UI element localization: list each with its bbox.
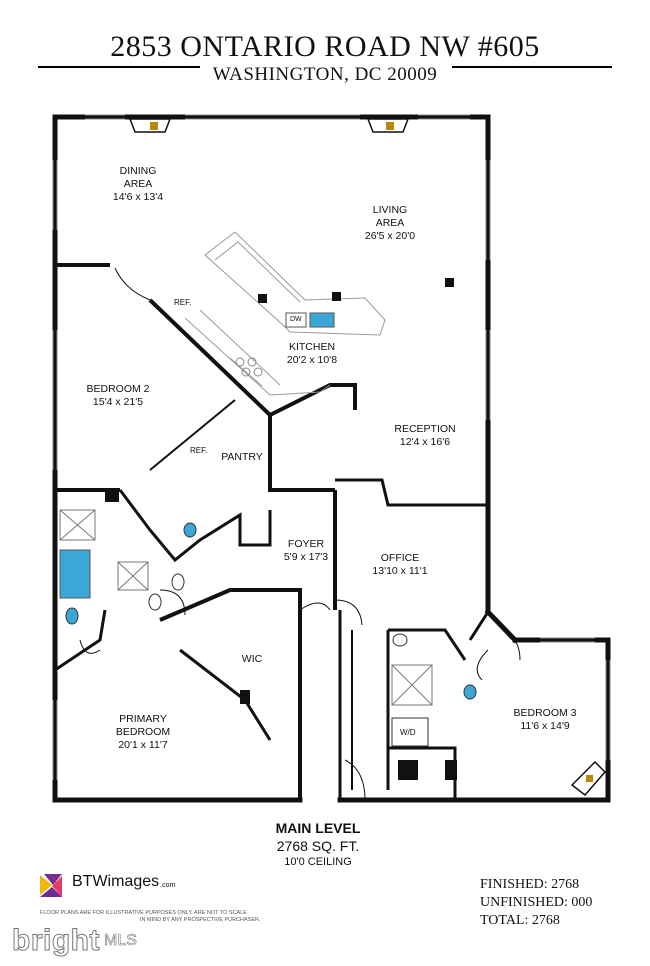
room-bedroom3: BEDROOM 3 11'6 x 14'9 [505, 707, 585, 733]
listing-city: WASHINGTON, DC 20009 [212, 64, 438, 85]
btw-logo-suffix: .com [160, 881, 176, 889]
room-living: LIVING AREA 26'5 x 20'0 [350, 204, 430, 243]
room-primary-name1: PRIMARY [119, 713, 167, 725]
header-rule-left [38, 66, 200, 68]
disclaimer-line-2: IN MIND BY ANY PROSPECTIVE PURCHASER. [140, 917, 261, 923]
room-office: OFFICE 13'10 x 11'1 [360, 552, 440, 578]
exterior-wall [52, 114, 491, 615]
fixture-wd: W/D [400, 728, 416, 737]
room-pantry-name: PANTRY [221, 451, 263, 463]
room-living-size: 26'5 x 20'0 [364, 230, 416, 242]
total-finished: FINISHED: 2768 [480, 877, 580, 892]
room-kitchen: KITCHEN 20'2 x 10'8 [272, 341, 352, 367]
room-bedroom2: BEDROOM 2 15'4 x 21'5 [78, 383, 158, 409]
room-bedroom2-name: BEDROOM 2 [86, 383, 150, 395]
room-kitchen-name: KITCHEN [288, 341, 336, 353]
btw-logo-text: BTWimages [72, 873, 160, 890]
room-living-name2: AREA [375, 217, 405, 229]
room-primary: PRIMARY BEDROOM 20'1 x 11'7 [103, 713, 183, 752]
room-bedroom3-name: BEDROOM 3 [513, 707, 577, 719]
total-unfinished: UNFINISHED: 000 [480, 895, 593, 910]
mls-word: bright [12, 924, 100, 958]
room-foyer-name: FOYER [287, 538, 325, 550]
total-total: TOTAL: 2768 [480, 913, 560, 928]
btw-logo: BTWimages .com [68, 873, 175, 891]
room-reception-size: 12'4 x 16'6 [399, 436, 451, 448]
room-foyer: FOYER 5'9 x 17'3 [276, 538, 336, 564]
mls-badge: MLS [103, 932, 138, 950]
room-kitchen-size: 20'2 x 10'8 [286, 354, 338, 366]
btw-logo-mark [40, 874, 62, 897]
exterior-wall-east-bottom [484, 608, 519, 644]
exterior-wall-west [52, 114, 303, 803]
room-dining: DINING AREA 14'6 x 13'4 [103, 165, 173, 204]
disclaimer-line-1: FLOOR PLANS ARE FOR ILLUSTRATIVE PURPOSE… [40, 910, 247, 916]
room-pantry: PANTRY [212, 451, 272, 464]
fixture-ref-kitchen: REF. [174, 298, 192, 307]
room-dining-name1: DINING [119, 165, 157, 177]
level-name: MAIN LEVEL [275, 820, 361, 836]
area-totals: FINISHED: 2768 UNFINISHED: 000 TOTAL: 27… [480, 876, 592, 930]
listing-address: 2853 ONTARIO ROAD NW #605 [110, 30, 540, 63]
room-dining-size: 14'6 x 13'4 [112, 191, 164, 203]
fixture-dw: DW [290, 316, 302, 323]
room-bedroom2-size: 15'4 x 21'5 [92, 396, 144, 408]
room-primary-name2: BEDROOM [115, 726, 171, 738]
level-sqft: 2768 SQ. FT. [276, 838, 360, 854]
header-rule-right [452, 66, 612, 68]
room-office-name: OFFICE [380, 552, 420, 564]
room-wic: WIC [232, 653, 272, 666]
bright-mls-watermark: bright MLS [12, 924, 138, 958]
room-foyer-size: 5'9 x 17'3 [283, 551, 329, 563]
exterior-wall-bedroom3 [337, 637, 611, 803]
room-reception-name: RECEPTION [394, 423, 456, 435]
room-dining-name2: AREA [123, 178, 153, 190]
level-ceiling: 10'0 CEILING [284, 856, 352, 868]
room-living-name1: LIVING [372, 204, 408, 216]
room-bedroom3-size: 11'6 x 14'9 [520, 720, 570, 732]
level-summary: MAIN LEVEL 2768 SQ. FT. 10'0 CEILING [218, 820, 418, 868]
disclaimer: FLOOR PLANS ARE FOR ILLUSTRATIVE PURPOSE… [40, 910, 310, 924]
room-primary-size: 20'1 x 11'7 [118, 739, 168, 751]
fixture-ref-pantry: REF. [190, 446, 208, 455]
room-wic-name: WIC [241, 653, 263, 665]
room-office-size: 13'10 x 11'1 [372, 565, 428, 577]
fireplace-icon [128, 118, 410, 133]
room-reception: RECEPTION 12'4 x 16'6 [385, 423, 465, 449]
bathtub-icon [59, 549, 91, 599]
